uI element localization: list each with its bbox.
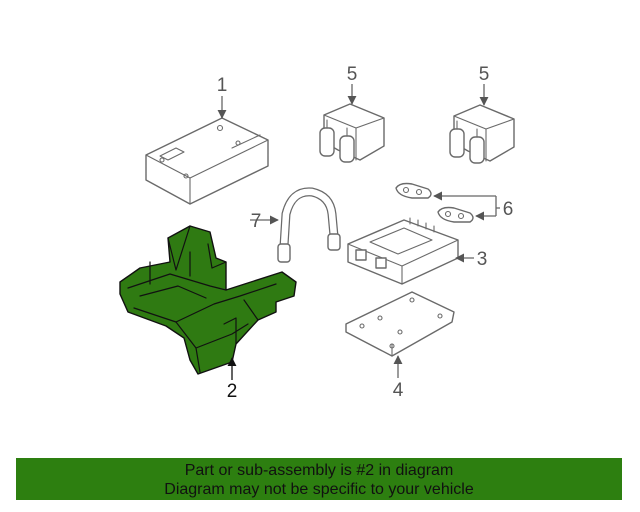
part-6-grommets[interactable] [395,182,474,223]
callout-6: 6 [503,199,514,220]
callout-5-right: 5 [479,64,490,85]
callout-4: 4 [393,380,404,401]
part-1-module-cover[interactable] [145,117,269,205]
callout-5-left: 5 [347,64,358,85]
callout-2: 2 [227,381,238,402]
callout-1: 1 [217,75,228,96]
info-banner: Part or sub-assembly is #2 in diagram Di… [16,458,622,500]
part-3-control-module[interactable] [347,217,459,285]
part-5-ignition-coil-left[interactable] [319,103,385,163]
banner-line-2: Diagram may not be specific to your vehi… [164,481,474,498]
part-5-ignition-coil-right[interactable] [449,104,515,164]
part-2-bracket[interactable] [119,225,297,375]
part-7-wire-harness[interactable] [277,187,341,263]
callout-7: 7 [251,211,262,232]
part-4-mounting-plate[interactable] [345,291,455,357]
parts-diagram: 1 2 3 4 5 5 6 7 [119,64,515,402]
callout-3: 3 [477,249,488,270]
banner-line-1: Part or sub-assembly is #2 in diagram [184,462,454,479]
